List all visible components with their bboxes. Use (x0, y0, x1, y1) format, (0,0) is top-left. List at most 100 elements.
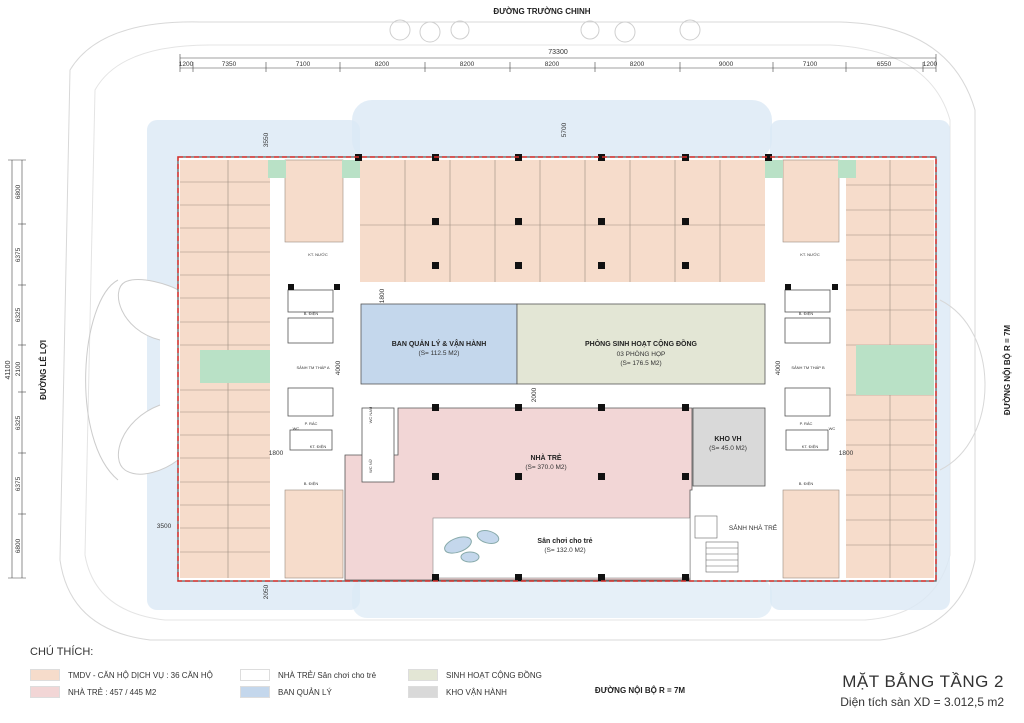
svg-text:1200: 1200 (923, 61, 938, 68)
svg-text:8200: 8200 (460, 61, 475, 68)
right-apartments (763, 159, 934, 579)
svg-text:KT. ĐIỆN: KT. ĐIỆN (802, 444, 819, 449)
svg-text:B. ĐIỆN: B. ĐIỆN (799, 481, 814, 486)
svg-text:B. ĐIỆN: B. ĐIỆN (304, 481, 319, 486)
dim-corridor-4-right: 1800 (839, 450, 854, 457)
room-community[interactable] (516, 303, 766, 385)
svg-text:6325: 6325 (15, 415, 22, 430)
dim-setback-top: 5700 (561, 122, 568, 137)
legend-item-community: SINH HOẠT CỘNG ĐỒNG (408, 669, 542, 681)
room-storage[interactable] (692, 407, 766, 487)
dim-total-width: 73300 (548, 49, 568, 56)
road-bottom-label: ĐƯỜNG NỘI BỘ R = 7M (595, 686, 685, 695)
core-left (287, 289, 334, 451)
floor-area: Diện tích sàn XD = 3.012,5 m2 (840, 695, 1004, 709)
entrance-arc-left (85, 279, 119, 481)
playground[interactable] (432, 517, 691, 579)
legend-label: SINH HOẠT CỘNG ĐỒNG (446, 670, 542, 680)
room-nursery-name: NHÀ TRẺ (530, 453, 561, 462)
svg-text:7350: 7350 (222, 61, 237, 68)
svg-text:9000: 9000 (719, 61, 734, 68)
site-outline-inner (84, 44, 951, 621)
trees-top (389, 19, 701, 43)
svg-text:8200: 8200 (545, 61, 560, 68)
legend-label: NHÀ TRẺ/ Sân chơi cho trẻ (278, 670, 377, 680)
dim-corridor-4: 1800 (269, 450, 284, 457)
svg-text:2100: 2100 (15, 361, 22, 376)
dimension-top (179, 54, 937, 72)
legend-item-storage: KHO VẬN HÀNH (408, 686, 507, 698)
legend-item-nursery: NHÀ TRẺ : 457 / 445 M2 (30, 686, 156, 698)
room-storage-area: (S= 45.0 M2) (709, 445, 747, 452)
legend-label: TMDV - CĂN HỘ DỊCH VỤ : 36 CĂN HỘ (68, 670, 213, 680)
svg-text:8200: 8200 (630, 61, 645, 68)
legend-swatch (30, 669, 60, 681)
dim-corridor-2: 4000 (335, 360, 342, 375)
svg-text:SẢNH TM THÁP B: SẢNH TM THÁP B (791, 365, 825, 370)
svg-text:P. RÁC: P. RÁC (305, 421, 318, 426)
road-top-label: ĐƯỜNG TRƯỜNG CHINH (493, 7, 590, 16)
room-storage-name: KHO VH (714, 436, 741, 443)
svg-text:P. RÁC: P. RÁC (800, 421, 813, 426)
legend-swatch (408, 686, 438, 698)
left-apartments (180, 159, 360, 579)
svg-text:7100: 7100 (296, 61, 311, 68)
svg-text:6800: 6800 (15, 184, 22, 199)
site-outline (59, 21, 976, 641)
svg-text:WC: WC (293, 426, 300, 431)
site-boundary (177, 156, 937, 582)
nursery-lobby-label: SẢNH NHÀ TRẺ (729, 523, 778, 532)
svg-text:7100: 7100 (803, 61, 818, 68)
legend-swatch (240, 686, 270, 698)
legend-heading: CHÚ THÍCH: (30, 646, 94, 658)
svg-text:WC NAM: WC NAM (368, 407, 373, 424)
svg-text:B. ĐIỆN: B. ĐIỆN (799, 311, 814, 316)
svg-text:6375: 6375 (15, 247, 22, 262)
room-management[interactable] (360, 303, 518, 385)
room-community-sub: 03 PHÒNG HỌP (617, 349, 666, 358)
drawing-title: MẶT BẰNG TẦNG 2 (842, 672, 1004, 691)
dim-setback-left-bottom: 3500 (157, 523, 172, 530)
nursery-wc (361, 407, 395, 483)
road-right-label: ĐƯỜNG NỘI BỘ R = 7M (1003, 325, 1012, 415)
legend-label: NHÀ TRẺ : 457 / 445 M2 (68, 687, 157, 697)
room-management-name: BAN QUẢN LÝ & VẬN HÀNH (392, 339, 487, 348)
water-pool-bottom (352, 578, 772, 618)
dim-top-segments: 1200 7350 7100 8200 8200 8200 8200 9000 … (179, 61, 938, 68)
svg-text:KT. ĐIỆN: KT. ĐIỆN (310, 444, 327, 449)
svg-text:6325: 6325 (15, 307, 22, 322)
entrance-arc-right (939, 299, 986, 471)
svg-text:KT. NƯỚC: KT. NƯỚC (308, 252, 328, 257)
road-left-label: ĐƯỜNG LÊ LỢI (39, 340, 48, 400)
room-management-area: (S= 112.5 M2) (419, 350, 460, 357)
svg-text:8200: 8200 (375, 61, 390, 68)
room-nursery-area: (S= 370.0 M2) (525, 464, 566, 471)
dim-corridor-2-right: 4000 (775, 360, 782, 375)
water-pool-top (352, 100, 772, 160)
legend: CHÚ THÍCH: TMDV - CĂN HỘ DỊCH VỤ : 36 CĂ… (30, 646, 590, 721)
legend-swatch (30, 686, 60, 698)
dim-corridor-1: 1800 (379, 288, 386, 303)
legend-item-apartment: TMDV - CĂN HỘ DỊCH VỤ : 36 CĂN HỘ (30, 669, 213, 681)
svg-text:1200: 1200 (179, 61, 194, 68)
legend-swatch (240, 669, 270, 681)
svg-text:B. ĐIỆN: B. ĐIỆN (304, 311, 319, 316)
room-community-name: PHÒNG SINH HOẠT CỘNG ĐỒNG (585, 338, 698, 348)
svg-text:KT. NƯỚC: KT. NƯỚC (800, 252, 820, 257)
dim-setback-bottom: 2050 (263, 584, 270, 599)
svg-text:WC: WC (829, 426, 836, 431)
dim-setback-left-top: 3550 (263, 132, 270, 147)
title-block: MẶT BẰNG TẦNG 2 Diện tích sàn XD = 3.012… (840, 672, 1004, 709)
svg-text:6550: 6550 (877, 61, 892, 68)
dimension-left (8, 159, 26, 579)
legend-item-playground: NHÀ TRẺ/ Sân chơi cho trẻ (240, 669, 376, 681)
playground-area: (S= 132.0 M2) (544, 547, 585, 554)
core-right (784, 289, 831, 451)
legend-swatch (408, 669, 438, 681)
playground-name: Sân chơi cho trẻ (537, 538, 592, 545)
playground-ponds (444, 530, 500, 563)
stair-nursery (694, 515, 739, 573)
svg-text:WC NỮ: WC NỮ (368, 458, 373, 473)
room-community-area: (S= 176.5 M2) (620, 360, 661, 367)
